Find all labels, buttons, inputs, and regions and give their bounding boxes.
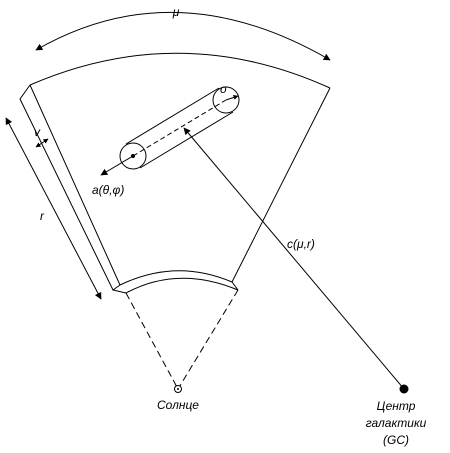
sun-label: Солнце bbox=[157, 398, 199, 412]
gc-label-line3: (GC) bbox=[383, 433, 409, 447]
c-label: c(μ,r) bbox=[287, 237, 315, 251]
v-arrow bbox=[35, 138, 49, 148]
v-label: v bbox=[34, 125, 41, 139]
c-vector bbox=[183, 127, 405, 390]
sector-inner-arc-back bbox=[125, 277, 239, 294]
sun-line-left bbox=[125, 292, 179, 390]
sector-right-bottom bbox=[231, 281, 239, 291]
sun-line-right bbox=[177, 289, 239, 390]
a-vector bbox=[100, 155, 134, 176]
sector-front-face bbox=[29, 84, 331, 286]
sector-left-bottom bbox=[112, 289, 127, 294]
sun-symbol bbox=[174, 385, 182, 393]
gc-point bbox=[399, 384, 409, 394]
cylinder bbox=[119, 86, 240, 170]
r-label: r bbox=[40, 209, 45, 223]
sector-outer-arc bbox=[29, 52, 331, 89]
mu-arrow bbox=[35, 11, 331, 61]
a-label: a(θ,φ) bbox=[92, 183, 124, 197]
gc-label-line1: Центр bbox=[377, 399, 416, 413]
sector-inner-arc bbox=[119, 270, 233, 286]
r-arrow bbox=[5, 117, 102, 300]
sigma-arrow bbox=[225, 95, 239, 101]
gc-label-line2: галактики bbox=[366, 416, 427, 430]
mu-label: μ bbox=[172, 5, 180, 19]
sigma-label: σ bbox=[220, 82, 228, 96]
